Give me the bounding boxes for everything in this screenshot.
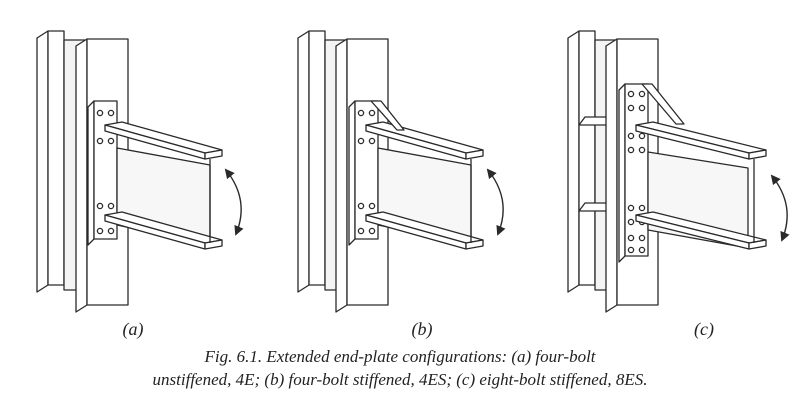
- bolt: [639, 105, 644, 110]
- subfigure-label-a: (a): [122, 319, 144, 339]
- bolt: [97, 203, 102, 208]
- bolt: [639, 147, 644, 152]
- bolt: [369, 228, 374, 233]
- end-plate-a: [88, 101, 117, 245]
- connection-b-4es: [298, 31, 506, 312]
- stiffener-c: [642, 84, 684, 124]
- bolt: [639, 247, 644, 252]
- bolt: [639, 235, 644, 240]
- beam-c: [636, 122, 766, 249]
- bolt: [358, 228, 363, 233]
- bolt: [628, 147, 633, 152]
- moment-arrow-b: [486, 168, 506, 236]
- beam-a: [105, 122, 222, 249]
- bolt: [628, 205, 633, 210]
- bolt: [358, 110, 363, 115]
- bolt: [628, 235, 633, 240]
- bolt: [108, 110, 113, 115]
- end-plate-b: [349, 101, 378, 245]
- bolt: [108, 138, 113, 143]
- end-plate-c: [619, 84, 648, 262]
- moment-arrow-c: [770, 174, 790, 242]
- bolt: [97, 228, 102, 233]
- bolt: [628, 247, 633, 252]
- bolt: [97, 138, 102, 143]
- bolt: [369, 203, 374, 208]
- bolt: [628, 105, 633, 110]
- bolt: [358, 138, 363, 143]
- bolt: [639, 133, 644, 138]
- bolt: [628, 133, 633, 138]
- bolt: [358, 203, 363, 208]
- bolt: [639, 91, 644, 96]
- bolt: [369, 110, 374, 115]
- connection-c-8es: [568, 31, 790, 312]
- figure-caption-line-2: unstiffened, 4E; (b) four-bolt stiffened…: [152, 370, 648, 389]
- subfigure-label-b: (b): [411, 319, 433, 339]
- subfigure-label-c: (c): [694, 319, 714, 339]
- connection-a-4e: [37, 31, 244, 312]
- bolt: [369, 138, 374, 143]
- stiffener-b: [371, 101, 404, 130]
- bolt: [628, 91, 633, 96]
- moment-arrow-a: [224, 168, 244, 236]
- bolt: [628, 219, 633, 224]
- bolt: [108, 228, 113, 233]
- bolt: [97, 110, 102, 115]
- bolt: [108, 203, 113, 208]
- bolt: [639, 205, 644, 210]
- figure-caption-line-1: Fig. 6.1. Extended end-plate configurati…: [204, 347, 596, 366]
- beam-b: [366, 122, 483, 249]
